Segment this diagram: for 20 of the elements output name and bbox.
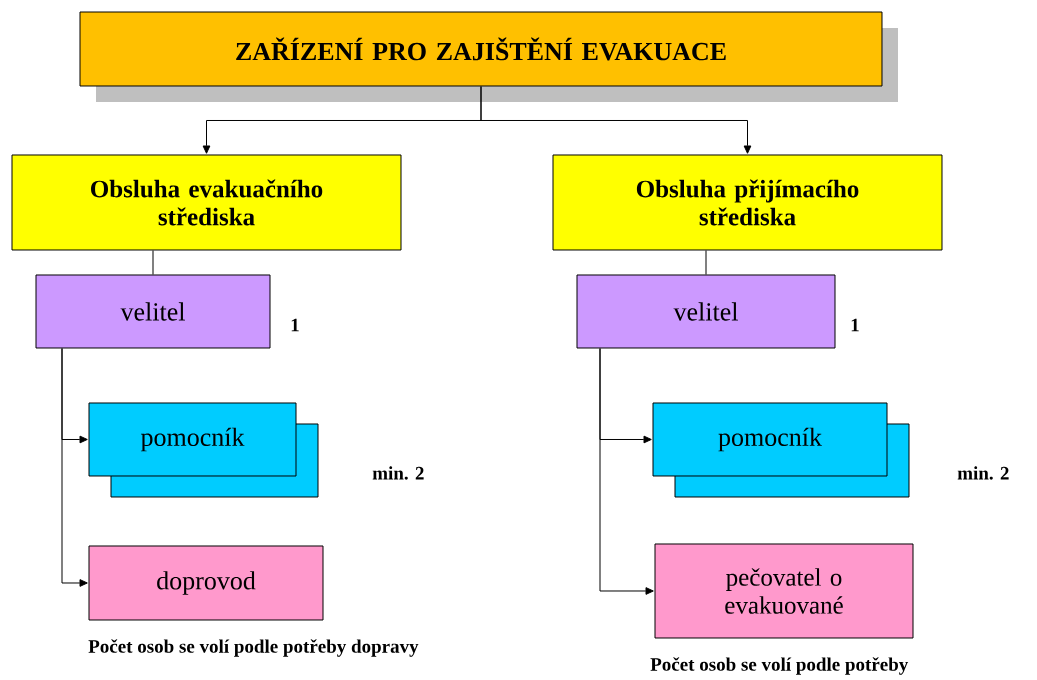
connector-line (152, 250, 154, 275)
role-box: pečovatel o evakuované (654, 543, 914, 639)
role-box: velitel (576, 274, 836, 349)
arrow (61, 348, 88, 587)
role-box: doprovod (88, 545, 324, 621)
title-box: ZAŘÍZENÍ PRO ZAJIŠTĚNÍ EVAKUACE (79, 11, 898, 102)
count-label: 1 (291, 318, 299, 332)
department-box: Obsluha přijímacího střediska (552, 154, 943, 251)
arrow (599, 348, 654, 595)
count-label: min. 2 (372, 466, 424, 480)
stacked-role-box: pomocník (652, 402, 910, 498)
count-label: min. 2 (957, 466, 1009, 480)
note-text: Počet osob se volí podle potřeby (650, 657, 909, 675)
connector-line (705, 250, 707, 275)
role-box: velitel (35, 274, 271, 349)
arrow (480, 86, 752, 154)
note-text: Počet osob se volí podle potřeby dopravy (88, 639, 419, 657)
stacked-role-box: pomocník (88, 402, 319, 498)
count-label: 1 (851, 318, 859, 332)
department-box: Obsluha evakuačního střediska (11, 154, 402, 251)
